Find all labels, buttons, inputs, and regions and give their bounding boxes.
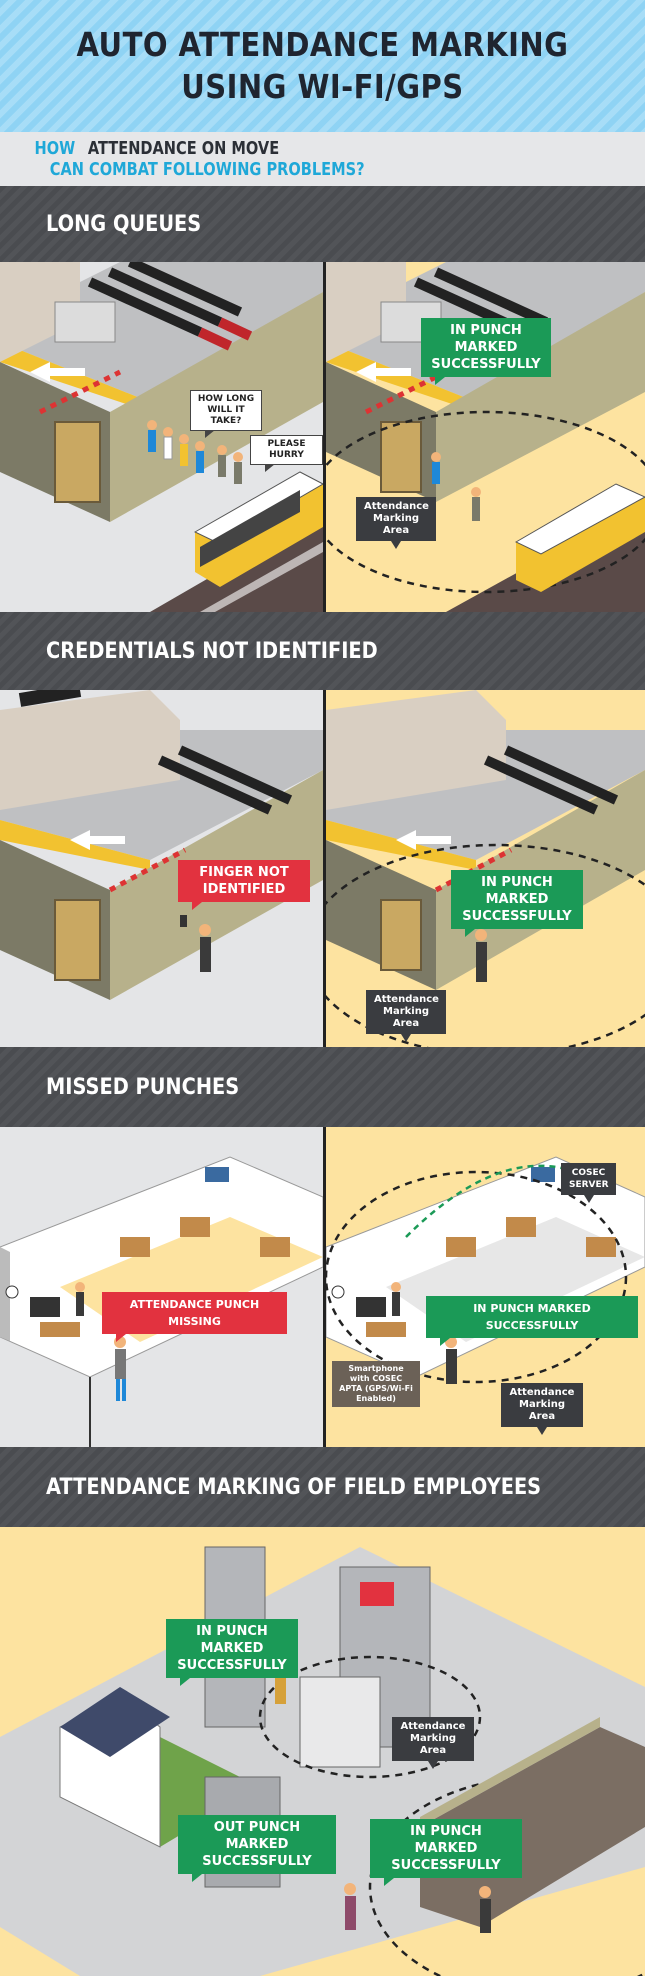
long-queues-solution-panel: IN PUNCH MARKED SUCCESSFULLY Attendance … [326,262,645,612]
credentials-problem-panel: FINGER NOT IDENTIFIED [0,690,323,1047]
in-punch-callout-1: IN PUNCH MARKED SUCCESSFULLY [166,1619,298,1686]
section-missed-bar: MISSED PUNCHES [0,1047,645,1127]
field-panel: IN PUNCH MARKED SUCCESSFULLY Attendance … [0,1527,645,1976]
panel-divider [323,262,326,612]
page-header: AUTO ATTENDANCE MARKING USING WI-FI/GPS [0,0,645,132]
bubble-please-hurry: PLEASE HURRY [250,435,323,472]
area-label: Attendance Marking Area [392,1717,474,1769]
in-punch-callout: IN PUNCH MARKED SUCCESSFULLY [451,870,583,937]
office-missed-illustration [0,1156,323,1447]
in-punch-callout: IN PUNCH MARKED SUCCESSFULLY [426,1296,638,1346]
section-field-bar: ATTENDANCE MARKING OF FIELD EMPLOYEES [0,1447,645,1527]
bubble-how-long: HOW LONG WILL IT TAKE? [190,390,262,438]
section-credentials-bar: CREDENTIALS NOT IDENTIFIED [0,612,645,690]
page-title-line1: AUTO ATTENDANCE MARKING [76,25,569,64]
missed-solution-panel: COSEC SERVER IN PUNCH MARKED SUCCESSFULL… [326,1127,645,1447]
area-label: Attendance Marking Area [501,1383,583,1435]
page-subtitle: HOW ATTENDANCE ON MOVE CAN COMBAT FOLLOW… [0,132,645,186]
credentials-solution-panel: IN PUNCH MARKED SUCCESSFULLY Attendance … [326,690,645,1047]
section-credentials-title: CREDENTIALS NOT IDENTIFIED [46,638,378,664]
section-missed-title: MISSED PUNCHES [46,1074,240,1100]
missed-problem-panel: ATTENDANCE PUNCH MISSING [0,1127,323,1447]
panel-divider [323,1127,326,1447]
area-label: Attendance Marking Area [366,990,446,1042]
section-long-queues-title: LONG QUEUES [46,211,202,237]
section-field-title: ATTENDANCE MARKING OF FIELD EMPLOYEES [46,1474,542,1500]
in-punch-callout: IN PUNCH MARKED SUCCESSFULLY [421,318,551,385]
long-queues-problem-panel: HOW LONG WILL IT TAKE? PLEASE HURRY [0,262,323,612]
cosec-server-label: COSEC SERVER [561,1163,616,1203]
panel-divider [323,690,326,1047]
section-long-queues-bar: LONG QUEUES [0,186,645,262]
area-label: Attendance Marking Area [356,497,436,549]
finger-not-identified-callout: FINGER NOT IDENTIFIED [178,860,310,910]
subtitle-how: HOW [34,138,76,159]
subtitle-middle: ATTENDANCE ON MOVE [88,138,280,159]
factory-solution-illustration [326,262,645,612]
punch-missing-callout: ATTENDANCE PUNCH MISSING [102,1292,287,1342]
out-punch-callout: OUT PUNCH MARKED SUCCESSFULLY [178,1815,336,1882]
in-punch-callout-2: IN PUNCH MARKED SUCCESSFULLY [370,1819,522,1886]
smartphone-label: Smartphone with COSEC APTA (GPS/Wi-Fi En… [332,1361,420,1407]
subtitle-end: CAN COMBAT FOLLOWING PROBLEMS? [49,159,365,180]
page-title-line2: USING WI-FI/GPS [181,67,464,106]
city-field-illustration [0,1546,645,1976]
